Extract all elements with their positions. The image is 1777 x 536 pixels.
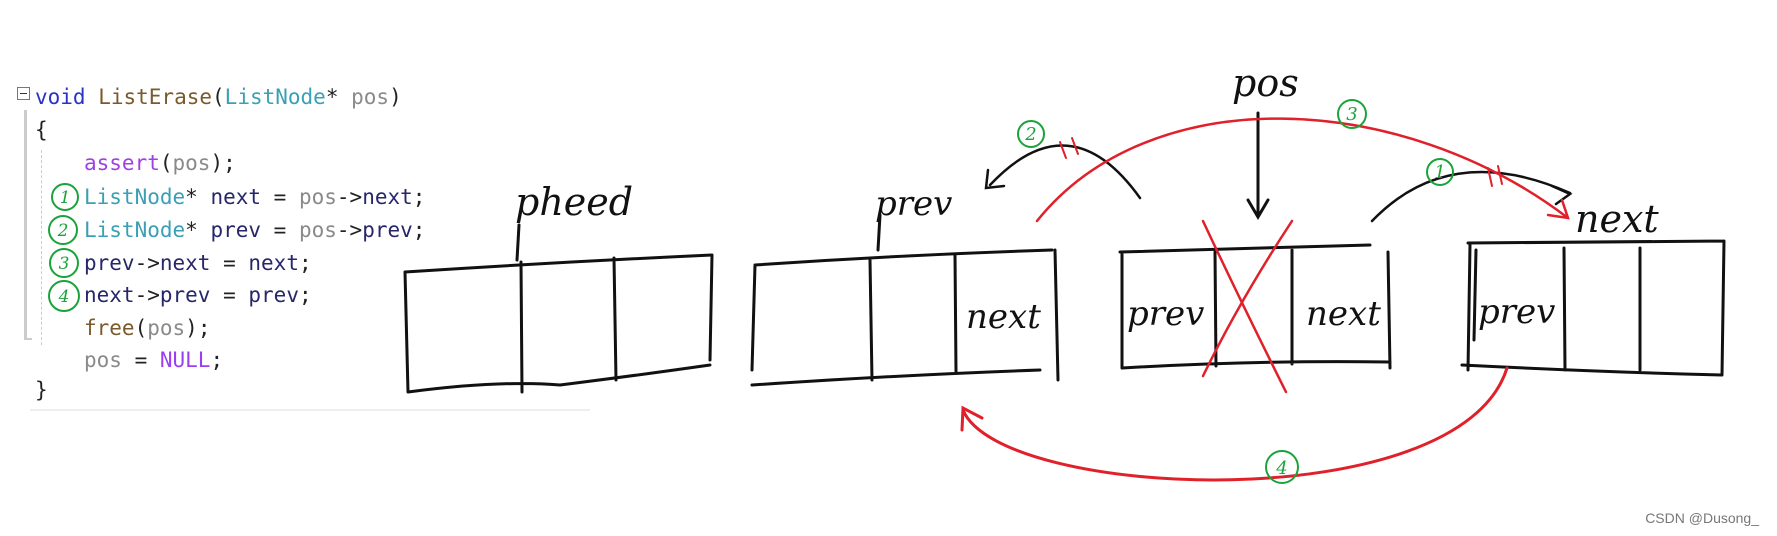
code-token: void (35, 85, 99, 109)
step-mark-2-label: 2 (57, 221, 69, 241)
next-label: next (1575, 197, 1659, 241)
code-token: pos (172, 151, 211, 175)
code-line: prev->next = next; (84, 248, 312, 278)
code-token: * (325, 85, 352, 109)
code-token: = (121, 348, 160, 372)
code-line: free(pos); (84, 313, 210, 343)
step-4-label: 4 (1275, 458, 1287, 479)
fold-guide-end (24, 338, 32, 340)
code-line: assert(pos); (84, 148, 236, 178)
pos-node-prev-field: prev (1127, 294, 1204, 334)
step-mark-3-label: 3 (59, 254, 70, 274)
code-token: -> (336, 218, 363, 242)
code-token: free (84, 316, 135, 340)
code-token: ); (185, 316, 211, 340)
pos-next-arrow (1370, 170, 1573, 223)
code-token: ( (134, 316, 148, 340)
step-3-label: 3 (1346, 104, 1357, 125)
code-token: ( (159, 151, 173, 175)
step-mark-4-label: 4 (58, 287, 70, 307)
code-token: prev (248, 283, 299, 307)
code-token: -> (134, 251, 160, 275)
pos-node (1118, 243, 1392, 370)
pos-pointer-arrow (1246, 111, 1270, 220)
code-step-marks (48, 183, 80, 312)
cut-mark (1059, 137, 1079, 159)
code-token: ; (412, 185, 426, 209)
code-line: ListNode* prev = pos->prev; (84, 215, 425, 245)
code-token: ; (298, 251, 312, 275)
indent-guide (41, 150, 42, 345)
code-token: ); (210, 151, 236, 175)
code-line: pos = NULL; (84, 345, 223, 375)
code-token: ListErase (98, 85, 213, 109)
pos-label: pos (1232, 61, 1299, 105)
prev-node (750, 213, 1060, 387)
next-prev-new-link-arrow (960, 366, 1509, 482)
code-token: NULL (159, 348, 211, 372)
code-token: next (362, 185, 413, 209)
watermark: CSDN @Dusong_ (1645, 510, 1759, 526)
code-token: * (185, 218, 211, 242)
step-mark-3 (49, 248, 79, 278)
code-token: prev (210, 218, 262, 242)
code-token: -> (134, 283, 160, 307)
prev-next-new-link-arrow (1035, 117, 1570, 223)
pos-node-next-field: next (1306, 294, 1381, 334)
step-mark-4 (48, 280, 80, 312)
code-token: pos (147, 316, 186, 340)
code-line: } (35, 375, 48, 405)
step-mark-1-label: 1 (60, 188, 71, 208)
code-token: pos (351, 85, 390, 109)
code-token: { (35, 118, 48, 142)
code-token: } (35, 378, 48, 402)
code-token: prev (84, 251, 135, 275)
next-node (1460, 239, 1726, 377)
code-token: ( (212, 85, 225, 109)
next-node-prev-field: prev (1478, 292, 1555, 332)
code-token: = (261, 218, 299, 242)
code-token: ; (298, 283, 312, 307)
code-token: ) (389, 85, 402, 109)
code-token: = (261, 185, 299, 209)
code-token: prev (362, 218, 413, 242)
code-line: ListNode* next = pos->next; (84, 182, 425, 212)
step-mark-2 (48, 215, 78, 245)
code-line: { (35, 115, 48, 145)
code-token: = (210, 283, 249, 307)
step-2-label: 2 (1024, 124, 1036, 145)
prev-node-next-field: next (966, 297, 1041, 337)
code-token: next (210, 185, 262, 209)
step-mark-1 (51, 183, 79, 211)
code-token: next (84, 283, 135, 307)
code-token: pos (84, 348, 122, 372)
code-token: prev (159, 283, 211, 307)
code-token: pos (298, 218, 337, 242)
head-label: pheed (515, 180, 633, 224)
code-token: next (159, 251, 211, 275)
code-token: ListNode (224, 85, 326, 109)
code-line: void ListErase(ListNode* pos) (35, 82, 402, 112)
fold-guide (24, 110, 27, 338)
code-token: * (185, 185, 211, 209)
fold-toggle-icon[interactable] (17, 87, 30, 100)
code-token: -> (336, 185, 363, 209)
divider (30, 409, 590, 411)
old-prev-next-arrow (984, 144, 1142, 200)
code-token: ; (210, 348, 224, 372)
code-token: next (248, 251, 299, 275)
code-line: next->prev = prev; (84, 280, 312, 310)
prev-label: prev (875, 184, 952, 224)
code-token: pos (298, 185, 337, 209)
code-token: ; (412, 218, 426, 242)
head-node (403, 223, 714, 394)
code-token: ListNode (84, 185, 186, 209)
code-token: assert (84, 151, 160, 175)
step-1-label: 1 (1434, 162, 1445, 183)
code-token: = (210, 251, 249, 275)
diagram-step-marks (1017, 99, 1454, 484)
code-token: ListNode (84, 218, 186, 242)
pos-node-deleted-cross (1201, 219, 1294, 394)
code-editor: void ListErase(ListNode* pos){ assert(po… (0, 0, 600, 420)
